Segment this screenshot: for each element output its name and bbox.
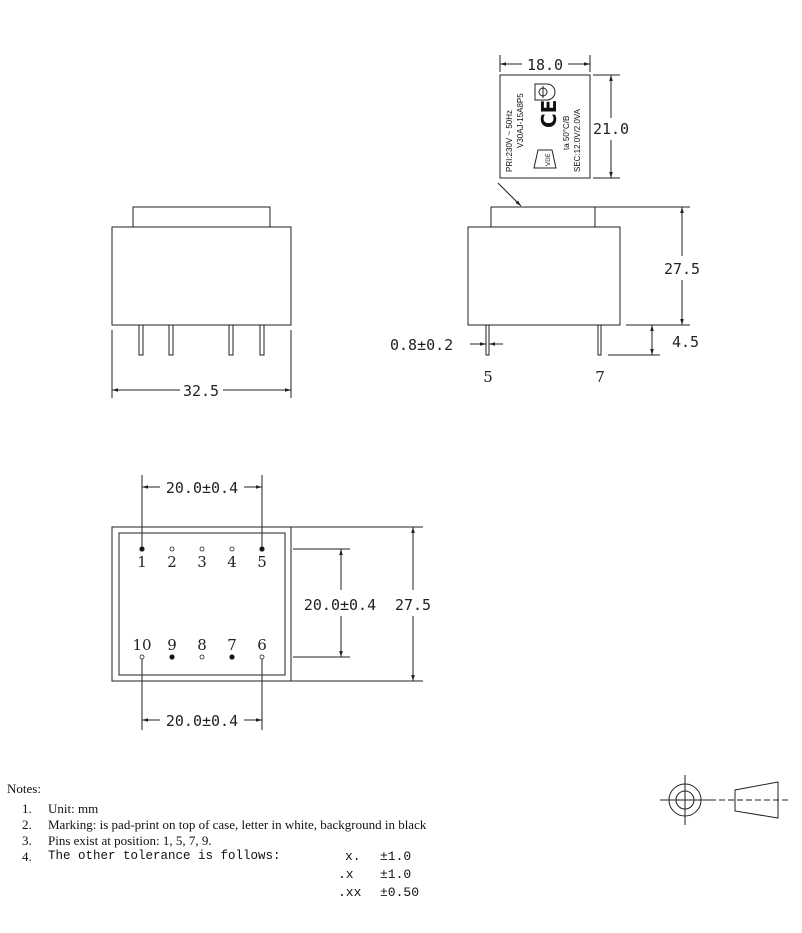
- front-view: 32.5: [111, 206, 292, 400]
- pin-hole: [199, 654, 205, 660]
- tolerance-value: ±1.0: [380, 849, 412, 864]
- svg-text:VDE: VDE: [545, 153, 552, 166]
- bottom-height-dimension: 27.5: [395, 596, 431, 614]
- note-text: Unit: mm: [48, 801, 99, 816]
- note-number: 2.: [22, 817, 32, 832]
- label-line-2: V30AJ-15A8P5: [516, 93, 525, 148]
- tolerance-key: .xx: [338, 885, 362, 900]
- label-line-4: SEC:12.0V/2.0VA: [573, 108, 582, 172]
- ce-mark-icon: CE: [537, 100, 561, 128]
- note-number: 1.: [22, 801, 32, 816]
- pin-hole: [199, 546, 205, 552]
- vde-mark-icon: VDE: [533, 149, 557, 169]
- side-pin-label: 7: [595, 368, 605, 386]
- pin-hole: [259, 546, 265, 552]
- side-pin-label: 5: [483, 368, 493, 386]
- pin-hole: [169, 546, 175, 552]
- pin-pitch-bottom-dimension: 20.0±0.4: [166, 712, 238, 730]
- tolerance-key: x.: [345, 849, 361, 864]
- tolerance-value: ±0.50: [380, 885, 420, 900]
- pin-length-dimension: 4.5: [672, 333, 699, 351]
- label-width-dimension: 18.0: [527, 56, 563, 74]
- pin-hole: [229, 546, 235, 552]
- projection-symbol-icon: [660, 775, 790, 825]
- label-line-1: PRI:230V ~ 50Hz: [505, 110, 514, 172]
- pin-number: 5: [257, 553, 267, 571]
- tolerance-value: ±1.0: [380, 867, 412, 882]
- marking-label: 18.0 21.0 PRI:230V ~ 50Hz V30AJ-15A8P5 t…: [497, 55, 629, 207]
- pin-hole: [139, 546, 145, 552]
- pin-number: 2: [167, 553, 177, 571]
- front-width-dimension: 32.5: [183, 382, 219, 400]
- side-view: 27.5 4.5 0.8±0.2 5 7: [390, 206, 700, 386]
- pin-number: 9: [167, 636, 177, 654]
- pin-number: 1: [137, 553, 147, 571]
- label-line-3: ta 50°C/B: [562, 116, 571, 150]
- row-spacing-dimension: 20.0±0.4: [304, 596, 376, 614]
- note-text: The other tolerance is follows:: [48, 849, 281, 863]
- pin-number: 10: [132, 636, 151, 654]
- pin-number: 7: [227, 636, 237, 654]
- note-number: 3.: [22, 833, 32, 848]
- notes-title: Notes:: [7, 781, 41, 796]
- pin-hole: [259, 654, 265, 660]
- note-number: 4.: [22, 849, 32, 864]
- pin-hole: [169, 654, 175, 660]
- tolerance-key: .x: [338, 867, 354, 882]
- label-height-dimension: 21.0: [593, 120, 629, 138]
- bottom-view: 27.5 20.0±0.4 20.0±0.4 20.0±0.4 1 2 3 4 5 10 9…: [111, 475, 431, 730]
- pin-hole: [139, 654, 145, 660]
- pin-number: 3: [197, 553, 207, 571]
- certification-icon: [534, 83, 556, 101]
- pin-number: 6: [257, 636, 267, 654]
- side-height-dimension: 27.5: [664, 260, 700, 278]
- pin-number: 8: [197, 636, 207, 654]
- pin-hole: [229, 654, 235, 660]
- pin-pitch-top-dimension: 20.0±0.4: [166, 479, 238, 497]
- note-text: Marking: is pad-print on top of case, le…: [48, 817, 427, 832]
- pin-number: 4: [227, 553, 237, 571]
- note-text: Pins exist at position: 1, 5, 7, 9.: [48, 833, 212, 848]
- pin-diameter-dimension: 0.8±0.2: [390, 336, 453, 354]
